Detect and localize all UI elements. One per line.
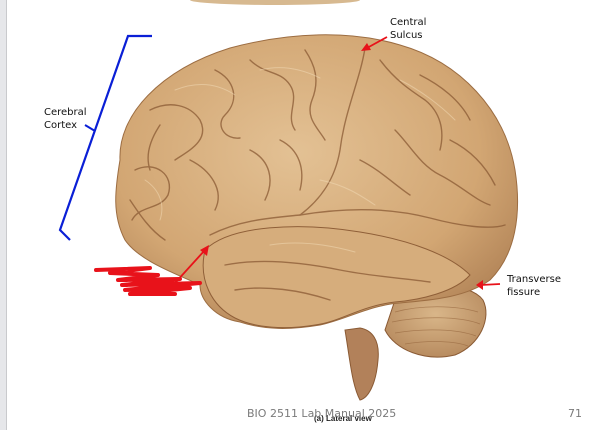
footer-manual-title: BIO 2511 Lab Manual 2025 (247, 407, 397, 420)
figure-caption: (a) Lateral view (314, 414, 372, 423)
central-sulcus-label: Central Sulcus (390, 17, 427, 41)
footer-page-number: 71 (568, 407, 582, 420)
cerebral-cortex-bracket (58, 34, 152, 241)
cerebral-cortex-label: Cerebral Cortex (44, 107, 87, 131)
transverse-fissure-arrowhead (476, 280, 483, 290)
transverse-fissure-arrow (480, 283, 501, 286)
viewer-left-gutter (0, 0, 7, 430)
previous-figure-remnant (190, 0, 360, 5)
central-sulcus-arrowhead (361, 43, 371, 51)
document-page[interactable]: Cerebral Cortex Central Sulcus Transvers… (7, 0, 614, 430)
red-scribble-redaction (94, 266, 202, 296)
transverse-fissure-label: Transverse fissure (507, 274, 561, 298)
redacted-label-arrowhead (200, 245, 209, 256)
brainstem (344, 327, 379, 401)
cerebral-cortex-bracket-tick (84, 124, 96, 132)
temporal-lobe (202, 226, 471, 329)
central-sulcus-arrow (366, 36, 388, 49)
brain-figure (58, 0, 519, 401)
